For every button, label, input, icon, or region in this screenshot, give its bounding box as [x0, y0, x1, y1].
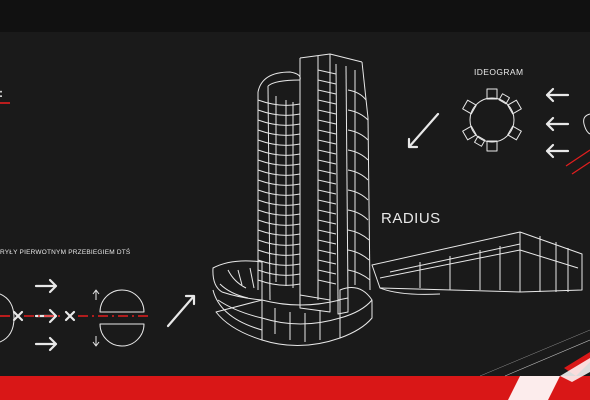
footer-band: [0, 329, 590, 400]
top-bar: [0, 0, 590, 32]
tower-wireframe-icon: [212, 53, 583, 347]
arrow-up-icon: [92, 289, 100, 300]
arrow-down-icon: [92, 336, 100, 347]
section-caption: RYŁY PIERWOTNYM PRZEBIEGIEM DTŚ: [0, 249, 131, 256]
partial-ideogram-icon: [583, 113, 590, 135]
cross-icon: [64, 310, 76, 322]
partial-circle-icon: [0, 293, 15, 343]
arrow-up-right-icon: [166, 294, 196, 328]
radius-label: RADIUS: [381, 210, 441, 227]
arrow-right-icon: [34, 278, 58, 294]
arrow-right-icon: [34, 336, 58, 352]
heading-fragment: :: [0, 86, 3, 100]
arrow-left-icon: [545, 116, 570, 132]
ideogram-label: IDEOGRAM: [474, 67, 524, 77]
split-circle-icon: [99, 289, 145, 347]
arrow-left-icon: [545, 143, 570, 159]
cross-icon: [12, 310, 24, 322]
arrow-left-icon: [545, 87, 570, 103]
ring-ideogram-icon: [462, 88, 522, 152]
red-accent-strokes: [565, 149, 590, 175]
arrow-down-left-icon: [407, 112, 440, 149]
